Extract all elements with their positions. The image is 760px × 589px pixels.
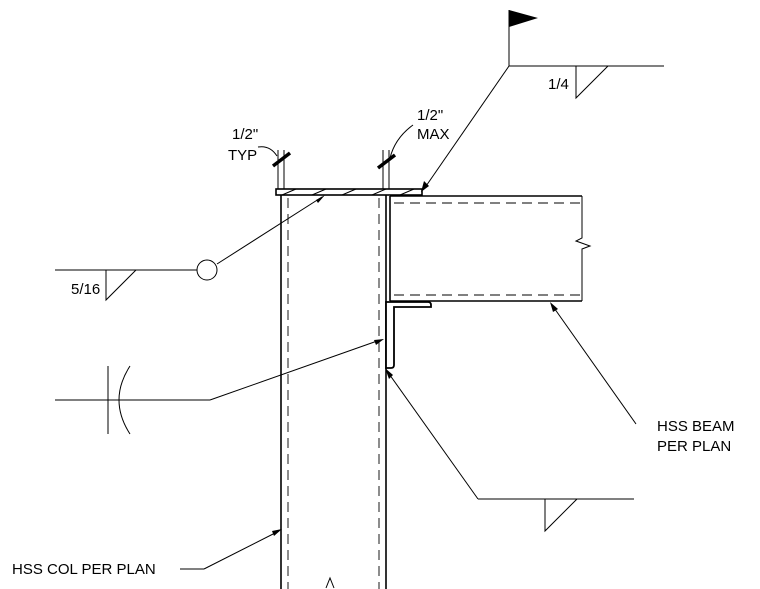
cap-plate <box>275 188 423 196</box>
weld-symbol-flare <box>55 339 384 435</box>
bolt-right-size-label: 1/2" <box>417 107 443 124</box>
column-leader <box>180 529 282 570</box>
beam-label-line2: PER PLAN <box>657 438 731 455</box>
hss-beam <box>389 195 592 302</box>
hss-column <box>280 195 387 589</box>
beam-leader <box>550 302 637 425</box>
bolt-left-note-label: TYP <box>228 147 257 164</box>
seat-angle <box>385 301 432 369</box>
bolt-marker-left <box>257 146 292 189</box>
weld-symbol-left <box>55 195 325 302</box>
bolt-left-size-label: 1/2" <box>232 126 258 143</box>
weld-size-top-label: 1/4 <box>548 76 569 93</box>
weld-symbol-top <box>421 10 664 192</box>
bolt-marker-right <box>376 124 414 189</box>
beam-label-line1: HSS BEAM <box>657 418 735 435</box>
weld-size-left-label: 5/16 <box>71 281 100 298</box>
column-label: HSS COL PER PLAN <box>12 561 156 578</box>
weld-symbol-bottom <box>385 368 634 533</box>
bolt-right-note-label: MAX <box>417 126 450 143</box>
